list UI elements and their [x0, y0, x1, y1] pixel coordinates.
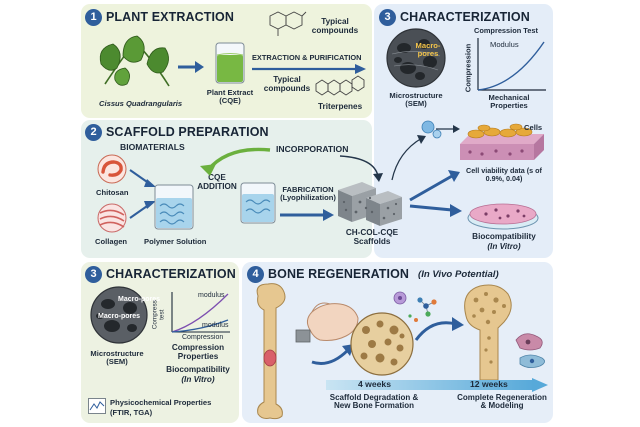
polymer-solution-beaker-icon: [154, 184, 194, 230]
in-vitro-bottom-label: (In Vitro): [181, 375, 215, 384]
compression-properties-label: Compression Properties: [171, 343, 225, 361]
cqe-addition-label: CQE ADDITION: [197, 173, 237, 191]
arrow-fabrication: [280, 209, 334, 221]
timeline-arrow: [326, 378, 548, 392]
collagen-label: Collagen: [95, 237, 128, 246]
plant-name: Cissus Quadrangularis: [99, 99, 183, 108]
section-3-bottom-title: CHARACTERIZATION: [106, 267, 236, 281]
hand-with-scaffold-icon: [295, 302, 359, 343]
arrow-incorporation-to-scaffold: [339, 155, 383, 182]
compound-structure-icon-2: [315, 75, 365, 96]
physchem-methods-label: (FTIR, TGA): [110, 408, 153, 417]
chitosan-label: Chitosan: [96, 188, 129, 197]
modulus-bottom-label-1: modulus: [198, 292, 225, 299]
microstructure-bottom-label: Microstructure (SEM): [90, 349, 144, 366]
mechanical-properties-label: Mechanical Properties: [488, 93, 530, 110]
arrow-extraction: [252, 64, 366, 74]
sem-microstructure-small-icon: [90, 286, 148, 344]
bone-cells-icon: [515, 333, 545, 368]
plant-leaves-icon: [99, 35, 170, 87]
viability-label: Cell viability data (s of 0.9%, 0.04): [466, 166, 542, 183]
polymer-solution-label: Polymer Solution: [144, 237, 207, 246]
macro-pores-bottom-label-1: Macro-pores: [118, 296, 161, 303]
biocompat-top-label: Biocompatibility: [472, 232, 536, 241]
weeks-12-label: 12 weeks: [470, 379, 508, 389]
section-3-top-title: CHARACTERIZATION: [400, 10, 530, 24]
modulus-label: Modulus: [490, 40, 519, 49]
in-vitro-top-label: (In Vitro): [487, 242, 521, 251]
compression-test-label: Compression Test: [474, 26, 538, 35]
typical-compounds-label-1: Typical compounds: [311, 17, 359, 35]
arrow-to-regenerated-bone: [414, 317, 464, 341]
bone-cross-section-icon: [350, 312, 414, 376]
section-4-title: BONE REGENERATION: [268, 267, 410, 281]
fabrication-label: FABRICATION (Lyophilization): [280, 185, 336, 202]
axis-y-bottom-label: Compress test: [151, 300, 165, 330]
chitosan-shrimp-icon: [97, 154, 127, 184]
arrow-plant-to-extract: [178, 61, 204, 73]
molecule-bubbles-icon: [421, 120, 442, 139]
biocompat-bottom-label: Biocompatibility: [166, 365, 230, 374]
scaffolds-label: CH-COL-CQE Scaffolds: [345, 228, 399, 246]
biomaterials-label: BIOMATERIALS: [120, 142, 185, 152]
stage-2-label: Complete Regeneration & Modeling: [457, 393, 547, 411]
modulus-bottom-label-2: modulus: [202, 322, 229, 329]
axis-x-bottom-label: Compression: [182, 334, 224, 341]
compound-structure-icon-1: [269, 11, 307, 36]
compression-graph-small: [171, 292, 230, 333]
physicochemical-chart-icon: [88, 398, 106, 414]
extract-label: Plant Extract (CQE): [206, 88, 254, 105]
collagen-fiber-icon: [97, 203, 127, 233]
sem-microstructure-icon: [386, 28, 446, 88]
stage-1-label: Scaffold Degradation & New Bone Formatio…: [329, 393, 419, 411]
panel-scaffold-preparation: [81, 120, 372, 258]
macro-pores-bottom-label-2: Macro-pores: [98, 313, 141, 320]
section-1-title: PLANT EXTRACTION: [106, 10, 234, 24]
arrow-to-cells: [436, 125, 460, 133]
cell-molecule-icons: [393, 291, 437, 322]
triterpenes-label: Triterpenes: [318, 102, 363, 111]
microstructure-label: Microstructure (SEM): [389, 91, 443, 108]
cells-label: Cells: [524, 123, 543, 132]
section-3-top-badge: 3: [379, 9, 396, 26]
section-2-badge: 2: [85, 124, 102, 141]
panel-characterization-bottom: [81, 262, 239, 423]
section-4-badge: 4: [247, 266, 264, 283]
compression-graph: [477, 38, 546, 91]
arrow-incorporation-curve: [200, 147, 271, 176]
physchem-label: Physicochemical Properties: [110, 398, 212, 407]
section-1-badge: 1: [85, 9, 102, 26]
arrow-to-bone-zoom: [311, 344, 354, 365]
process-label: EXTRACTION & PURIFICATION: [252, 53, 362, 62]
axis-compression-label: Compression: [463, 43, 473, 93]
arrows-materials-to-solution: [129, 169, 156, 219]
weeks-4-label: 4 weeks: [358, 379, 391, 389]
arrow-scaffold-up-curve: [391, 135, 426, 181]
scaffold-cubes-icon: [338, 182, 402, 226]
typical-compounds-label-2: Typical compounds: [263, 75, 311, 93]
arrows-scaffold-to-assays: [409, 170, 462, 217]
regenerated-femur-icon: [464, 284, 512, 381]
section-2-title: SCAFFOLD PREPARATION: [106, 125, 269, 139]
petri-dish-icon: [467, 203, 539, 230]
extract-beaker-icon: [215, 42, 245, 84]
section-3-bottom-badge: 3: [85, 266, 102, 283]
cqe-beaker-icon: [240, 182, 276, 224]
cell-layer-icon: [460, 123, 544, 160]
section-4-subtitle: (In Vivo Potential): [418, 269, 499, 280]
incorporation-label: INCORPORATION: [276, 144, 349, 154]
macro-pores-label: Macro-pores: [415, 41, 441, 58]
femur-bone-defect-icon: [256, 283, 286, 420]
